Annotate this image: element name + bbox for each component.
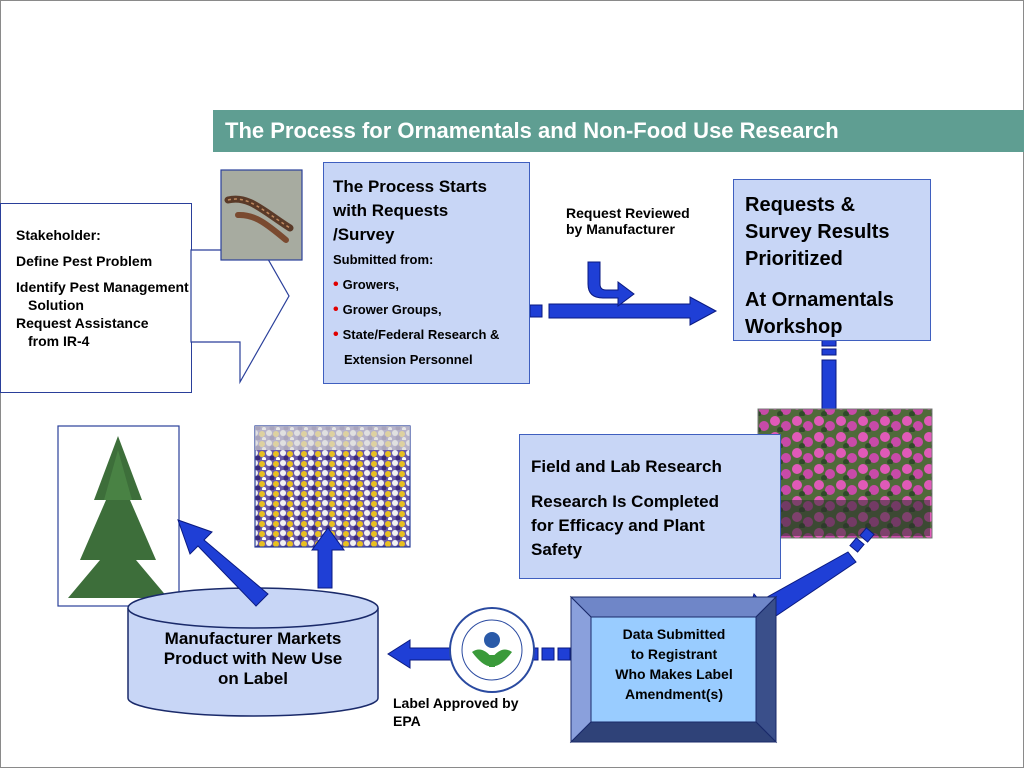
- label-approved-text: Label Approved by EPA: [393, 694, 519, 730]
- note-line: Field and Lab Research: [531, 457, 722, 476]
- data-submitted-text: Data Submitted to Registrant Who Makes L…: [590, 624, 758, 704]
- note-text: Research Is Completed for Efficacy and P…: [531, 490, 780, 562]
- field-research-note: Field and Lab Research Research Is Compl…: [519, 434, 781, 579]
- caterpillar-photo: [220, 169, 303, 261]
- stakeholder-line: Stakeholder:: [16, 227, 101, 243]
- curved-arrow: [587, 261, 635, 307]
- note-line: Survey Results: [745, 221, 890, 243]
- cylinder-line: Product with New Use: [163, 649, 343, 668]
- box-line: Data Submitted: [622, 626, 726, 642]
- right-arrow: [548, 296, 718, 326]
- epa-seal: [449, 607, 535, 693]
- dash-block: [557, 647, 571, 661]
- slide-title: The Process for Ornamentals and Non-Food…: [213, 110, 1024, 152]
- note-line: for Efficacy and Plant: [531, 516, 705, 535]
- note-line: Research Is Completed: [531, 492, 720, 511]
- stakeholder-line: Solution: [28, 297, 84, 313]
- submitted-from-label: Submitted from:: [333, 252, 434, 267]
- note-line: At Ornamentals: [745, 289, 894, 311]
- process-starts-note: The Process Starts with Requests /Survey…: [323, 162, 530, 384]
- cylinder-line: on Label: [218, 669, 288, 688]
- christmas-tree-photo: [57, 425, 180, 607]
- dash-block: [859, 527, 875, 543]
- bullet-item: Grower Groups,: [333, 297, 529, 322]
- box-line: Amendment(s): [624, 686, 723, 702]
- data-submitted-box: [569, 595, 778, 744]
- box-line: Who Makes Label: [615, 666, 733, 682]
- pansies-photo: [254, 425, 411, 548]
- box-line: to Registrant: [630, 646, 718, 662]
- dash-block: [849, 537, 865, 553]
- label-line: by Manufacturer: [566, 221, 675, 237]
- up-left-arrow: [177, 519, 269, 607]
- note-heading: The Process Starts: [333, 177, 488, 196]
- stakeholder-line: from IR-4: [28, 333, 90, 349]
- request-reviewed-label: Request Reviewed by Manufacturer: [566, 205, 690, 237]
- stakeholder-line: Define Pest Problem: [16, 253, 153, 269]
- prioritized-note: Requests & Survey Results Prioritized At…: [733, 179, 931, 341]
- note-line: Requests &: [745, 194, 856, 216]
- dash-block: [821, 348, 837, 356]
- dash-block: [529, 304, 543, 318]
- bullet-item: Growers,: [333, 272, 529, 297]
- label-line: EPA: [393, 713, 421, 729]
- cylinder-text: Manufacturer Markets Product with New Us…: [135, 629, 371, 689]
- note-text: At Ornamentals Workshop: [745, 287, 930, 341]
- bullet-item: State/Federal Research &: [333, 322, 529, 347]
- stakeholder-line: Identify Pest Management: [16, 279, 189, 295]
- manufacturer-cylinder: [127, 587, 379, 717]
- up-arrow: [311, 527, 345, 589]
- note-text: Requests & Survey Results Prioritized: [745, 192, 930, 273]
- flowers-photo-phlox: [757, 408, 933, 539]
- label-line: Request Reviewed: [566, 205, 690, 221]
- note-heading: /Survey: [333, 225, 395, 244]
- stakeholder-line: Request Assistance: [16, 315, 149, 331]
- dash-block: [541, 647, 555, 661]
- note-line: Prioritized: [745, 248, 843, 270]
- stakeholder-box: Stakeholder: Define Pest Problem Identif…: [0, 203, 192, 393]
- bullet-item-continued: Extension Personnel: [344, 352, 473, 367]
- label-line: Label Approved by: [393, 695, 519, 711]
- note-heading: with Requests: [333, 201, 449, 220]
- cylinder-line: Manufacturer Markets: [164, 629, 342, 648]
- note-line: Safety: [531, 540, 583, 559]
- note-line: Workshop: [745, 316, 843, 338]
